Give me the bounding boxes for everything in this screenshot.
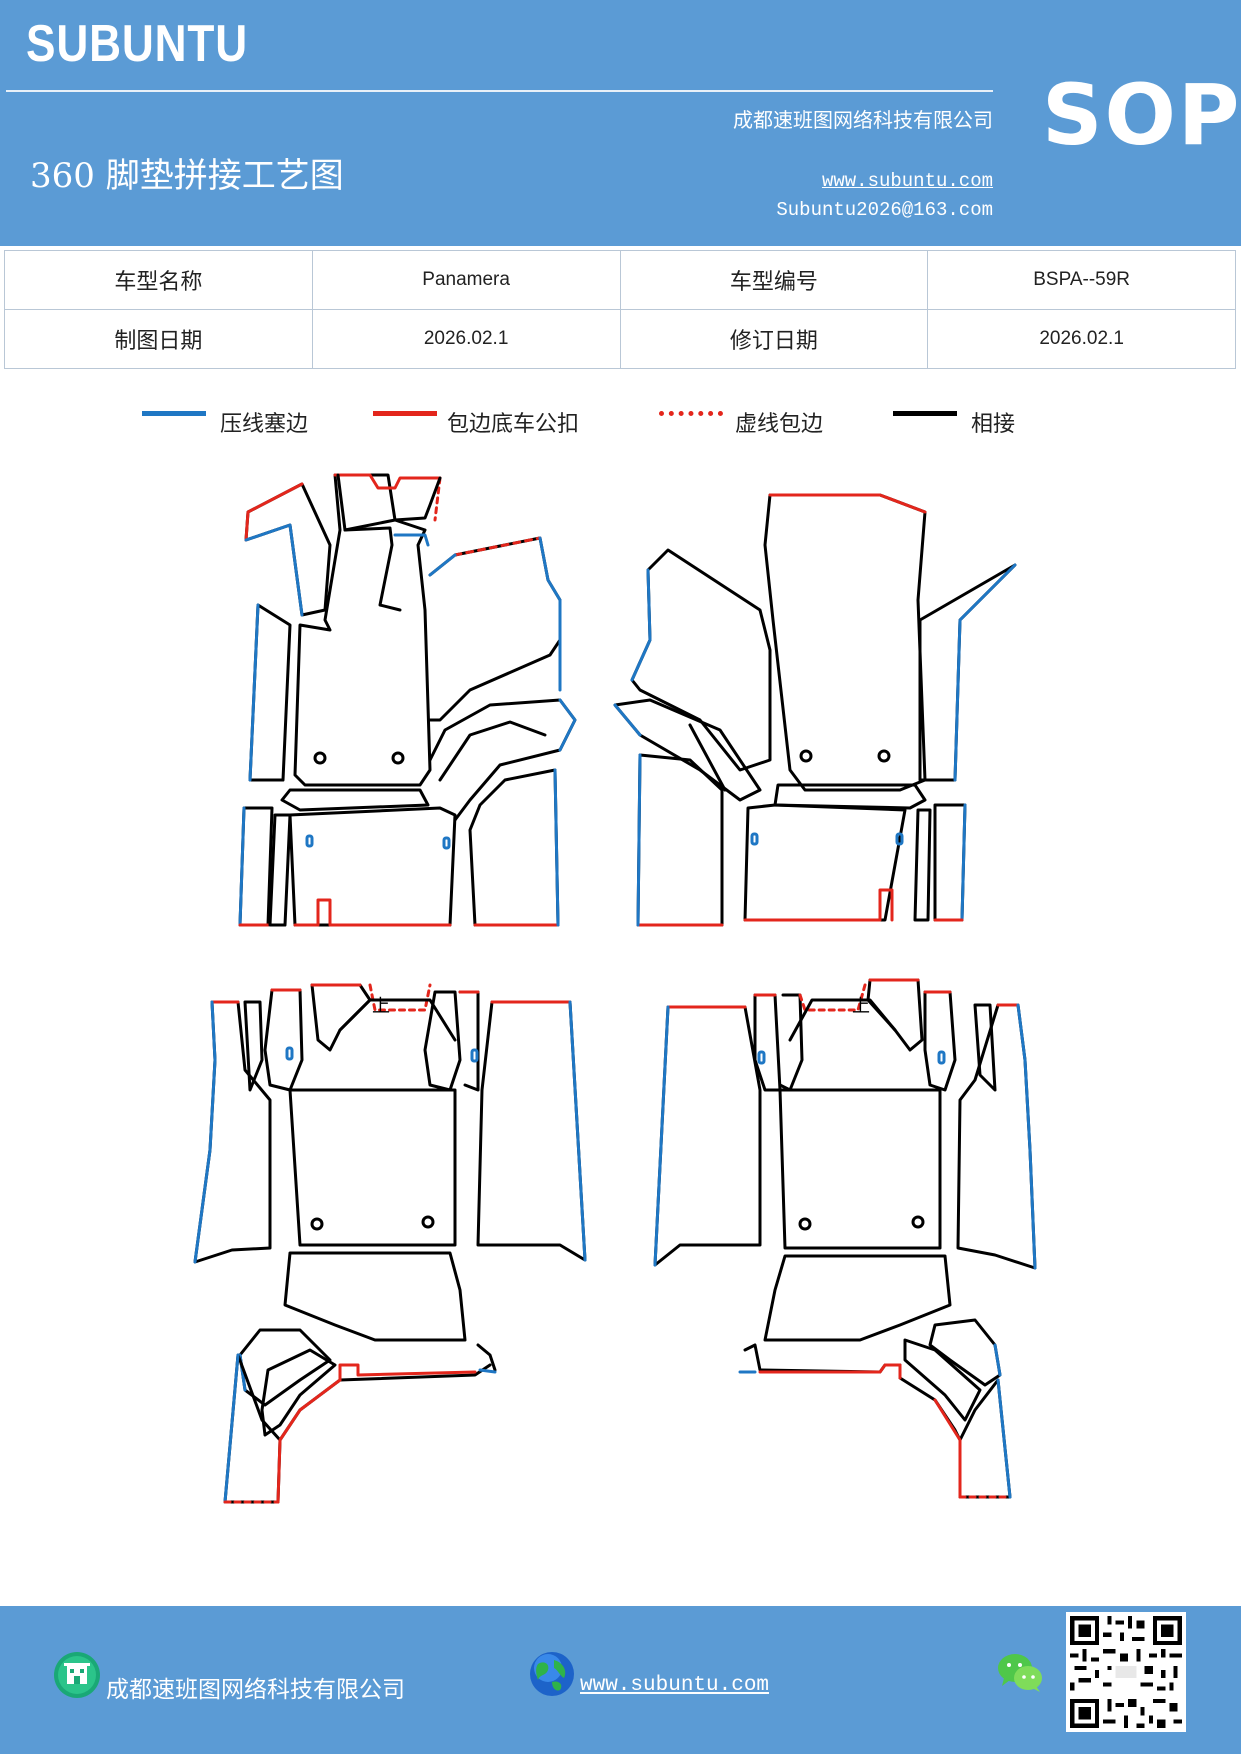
header-email: Subuntu2026@163.com (776, 199, 993, 221)
qr-code-icon[interactable] (1066, 1612, 1186, 1732)
building-icon (54, 1652, 100, 1698)
brand-logo: SUBUNTU (26, 15, 249, 73)
up-marker: 上 (372, 996, 390, 1017)
draw-date-value: 2026.02.1 (311, 309, 621, 369)
header-company: 成都速班图网络科技有限公司 (733, 108, 993, 132)
legend-swatch-red (373, 411, 437, 416)
legend-swatch-black (893, 411, 957, 416)
legend-swatch-red-dotted (659, 411, 723, 416)
front-left-mat (238, 473, 577, 927)
legend-swatch-blue (142, 411, 206, 416)
info-table: 车型名称 Panamera 车型编号 BSPA--59R 制图日期 2026.0… (4, 250, 1236, 369)
header-banner (0, 0, 1241, 246)
model-name-label: 车型名称 (4, 250, 313, 310)
header-divider (6, 90, 993, 92)
table-row: 制图日期 2026.02.1 修订日期 2026.02.1 (4, 309, 1236, 369)
model-code-value: BSPA--59R (927, 250, 1236, 310)
footer-company: 成都速班图网络科技有限公司 (106, 1677, 405, 1703)
revision-date-value: 2026.02.1 (927, 309, 1236, 369)
globe-icon (530, 1652, 574, 1696)
rear-right-mat: 上 (653, 978, 1037, 1499)
wechat-icon[interactable] (996, 1652, 1044, 1694)
rear-left-mat: 上 (193, 983, 587, 1504)
front-right-mat (613, 493, 1017, 927)
model-code-label: 车型编号 (619, 250, 929, 310)
legend-label: 压线塞边 (220, 412, 309, 437)
legend-label: 虚线包边 (735, 412, 824, 437)
floor-mat-diagram: 上 (193, 473, 1037, 1504)
legend-label: 相接 (971, 412, 1016, 437)
model-name-value: Panamera (311, 250, 621, 310)
footer-website-link[interactable]: www.subuntu.com (580, 1674, 770, 1697)
draw-date-label: 制图日期 (4, 309, 313, 369)
legend-label: 包边底车公扣 (447, 412, 580, 437)
revision-date-label: 修订日期 (619, 309, 929, 369)
up-marker: 上 (852, 996, 870, 1017)
sop-badge: SOP (1042, 66, 1241, 164)
page-title: 360 脚垫拼接工艺图 (30, 156, 344, 196)
header-website-link[interactable]: www.subuntu.com (821, 170, 993, 192)
table-row: 车型名称 Panamera 车型编号 BSPA--59R (4, 250, 1236, 310)
